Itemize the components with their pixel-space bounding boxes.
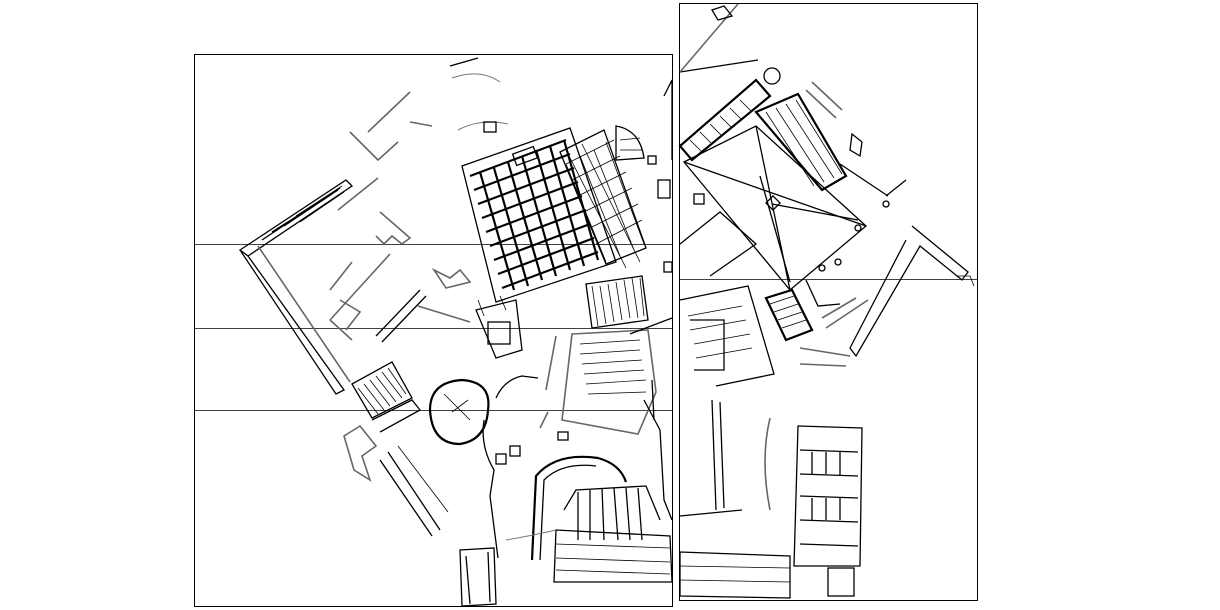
cross-walls	[329, 253, 472, 343]
sheet-right	[679, 3, 978, 601]
stair-mid-right	[764, 288, 814, 342]
quarter-circle-element	[483, 121, 657, 165]
connector-walls	[799, 258, 851, 367]
diagonal-wing-building	[238, 179, 354, 395]
sheet-left-border	[194, 54, 673, 607]
comb-block-lower	[553, 485, 673, 583]
curved-hall	[530, 379, 673, 561]
upper-stair-wings	[678, 67, 907, 232]
lattice-block	[559, 129, 647, 269]
dotted-courtyard-right	[679, 285, 775, 387]
lower-left-walls	[343, 424, 449, 537]
sheet-right-border	[679, 3, 978, 601]
small-block-cluster	[657, 79, 673, 273]
stair-block-left	[351, 361, 421, 433]
pyramid-roof-building	[682, 125, 867, 291]
upper-grey-wall-lines	[337, 57, 509, 246]
courtyard-building	[539, 317, 673, 435]
stepped-building	[475, 295, 523, 359]
oval-building	[428, 375, 569, 559]
lower-stair	[459, 529, 557, 607]
long-stair-middle	[585, 275, 649, 329]
central-grid-building	[461, 127, 617, 303]
sheet-left	[194, 54, 673, 607]
top-long-wall	[679, 3, 759, 73]
mid-right-wing	[679, 211, 975, 358]
right-vertical-elements	[679, 399, 771, 517]
right-row-blocks	[679, 425, 863, 599]
